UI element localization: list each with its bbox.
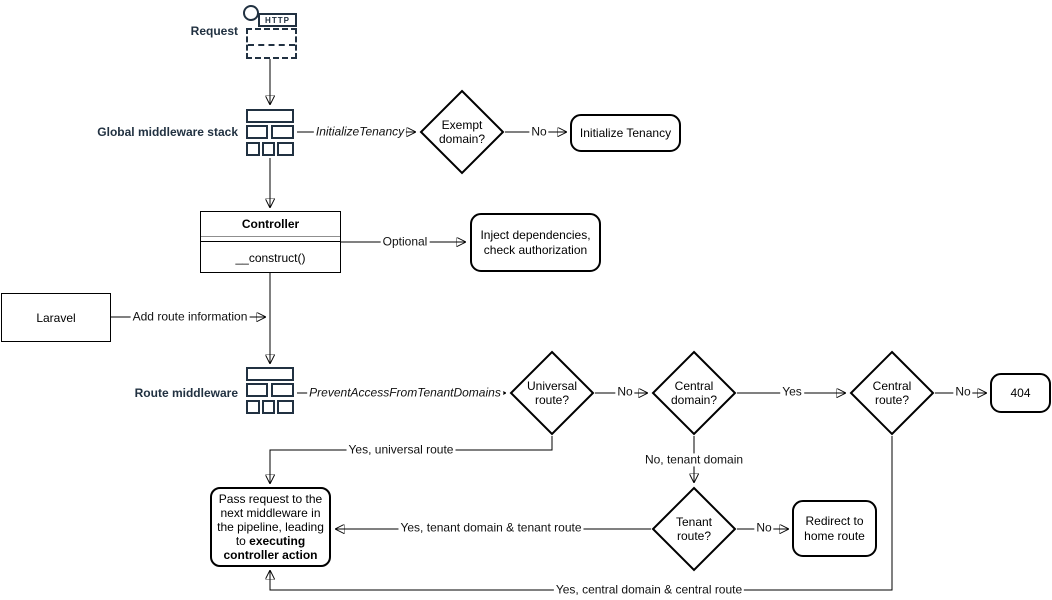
http-badge-label: HTTP bbox=[265, 16, 290, 25]
stack-block bbox=[277, 400, 294, 414]
decision-central-route: Central route? bbox=[849, 350, 935, 436]
controller-class-box: Controller __construct() bbox=[200, 211, 341, 273]
request-dashed-body bbox=[246, 28, 297, 59]
stack-block bbox=[262, 142, 275, 156]
edge-label-universal-yes: Yes, universal route bbox=[346, 442, 456, 457]
request-label: Request bbox=[190, 24, 238, 38]
stack-block bbox=[262, 400, 275, 414]
pass-request-box: Pass request to the next middleware in t… bbox=[210, 487, 331, 567]
decision-tenant-route: Tenant route? bbox=[651, 486, 737, 572]
stack-block bbox=[271, 383, 294, 397]
global-middleware-stack-label: Global middleware stack bbox=[97, 125, 238, 139]
decision-central-route-label: Central route? bbox=[872, 378, 912, 407]
route-middleware-icon bbox=[246, 367, 294, 414]
not-found-box: 404 bbox=[990, 373, 1051, 413]
stack-block bbox=[246, 383, 268, 397]
pass-request-text: Pass request to the next middleware in t… bbox=[217, 492, 324, 562]
controller-title: Controller bbox=[201, 212, 340, 237]
edge-label-tenant-yes: Yes, tenant domain & tenant route bbox=[398, 520, 584, 535]
initialize-tenancy-box: Initialize Tenancy bbox=[570, 114, 681, 152]
edge-label-optional: Optional bbox=[380, 234, 430, 249]
decision-tenant-route-label: Tenant route? bbox=[675, 514, 713, 543]
decision-exempt-domain: Exempt domain? bbox=[419, 89, 505, 175]
inject-dependencies-box: Inject dependencies, check authorization bbox=[470, 213, 601, 272]
controller-method: __construct() bbox=[235, 250, 306, 265]
request-circle-glyph bbox=[243, 5, 259, 21]
decision-central-domain: Central domain? bbox=[651, 350, 737, 436]
edge-label-tenant-route-no: No bbox=[754, 520, 774, 535]
stack-block bbox=[246, 142, 260, 156]
route-middleware-label: Route middleware bbox=[134, 386, 238, 400]
http-request-icon: HTTP bbox=[240, 4, 300, 60]
stack-block bbox=[277, 142, 294, 156]
laravel-box: Laravel bbox=[1, 293, 111, 342]
decision-universal-route: Universal route? bbox=[509, 350, 595, 436]
redirect-home-box: Redirect to home route bbox=[792, 500, 877, 557]
edge-label-initialize-tenancy: InitializeTenancy bbox=[313, 124, 407, 139]
edge-label-universal-no: No bbox=[615, 384, 635, 399]
stack-block bbox=[271, 125, 294, 139]
edge-label-exempt-no: No bbox=[529, 124, 549, 139]
edge-label-central-route-no: No bbox=[953, 384, 973, 399]
edge-label-add-route-information: Add route information bbox=[130, 309, 250, 324]
edge-label-central-domain-yes: Yes bbox=[780, 384, 804, 399]
decision-central-domain-label: Central domain? bbox=[670, 378, 718, 407]
global-middleware-stack-icon bbox=[246, 109, 294, 156]
request-dashed-divider bbox=[248, 44, 295, 46]
edge-label-central-yes: Yes, central domain & central route bbox=[553, 582, 745, 597]
edge-label-prevent-access: PreventAccessFromTenantDomains bbox=[307, 385, 503, 400]
stack-block bbox=[246, 400, 260, 414]
edge-label-tenant-domain-no: No, tenant domain bbox=[642, 452, 746, 467]
stack-block bbox=[246, 125, 268, 139]
decision-universal-route-label: Universal route? bbox=[526, 378, 577, 407]
stack-block bbox=[246, 367, 294, 381]
decision-exempt-domain-label: Exempt domain? bbox=[438, 117, 486, 146]
http-badge-box bbox=[258, 13, 297, 27]
controller-divider bbox=[201, 237, 340, 242]
stack-block bbox=[246, 109, 294, 123]
